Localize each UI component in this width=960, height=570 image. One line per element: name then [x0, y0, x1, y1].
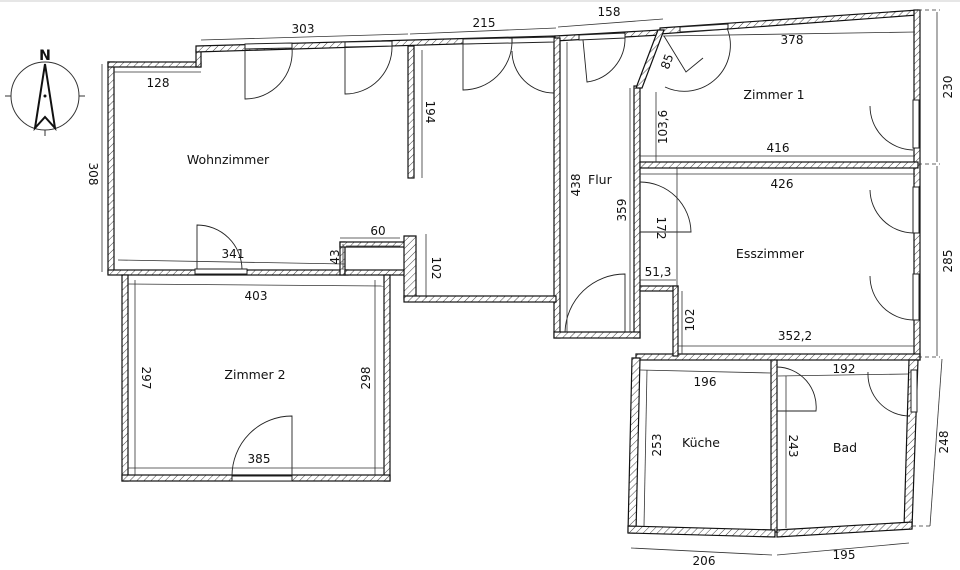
room-label-kueche: Küche: [682, 435, 720, 450]
dim-label: 243: [786, 435, 800, 458]
north-label: N: [39, 48, 51, 64]
dimension-lines: [101, 9, 943, 556]
dim-label: 308: [86, 163, 100, 186]
north-arrow-icon: N: [5, 48, 85, 136]
dim-label: 215: [473, 16, 496, 30]
room-label-esszimmer: Esszimmer: [736, 246, 805, 261]
windows: [194, 23, 920, 482]
room-label-zimmer-1: Zimmer 1: [743, 87, 804, 102]
dim-label: 359: [615, 199, 629, 222]
dim-label: 426: [771, 177, 794, 191]
dim-label: 206: [693, 554, 716, 568]
dim-label: 51,3: [645, 265, 672, 279]
dim-label: 248: [937, 431, 951, 454]
dim-label: 438: [569, 174, 583, 197]
door-swings: [196, 27, 914, 477]
dim-label: 385: [248, 452, 271, 466]
dim-label: 378: [781, 33, 804, 47]
dim-label: 172: [654, 217, 668, 240]
dim-label: 192: [833, 362, 856, 376]
dimension-labels: 303 215 158 128 308 194 438 359 85 378 1…: [86, 5, 955, 568]
room-label-bad: Bad: [833, 440, 857, 455]
dim-label: 352,2: [778, 329, 812, 343]
dim-label: 194: [423, 101, 437, 124]
dim-label: 195: [833, 548, 856, 562]
dim-label: 196: [694, 375, 717, 389]
dim-label: 341: [222, 247, 245, 261]
dim-label: 43: [328, 249, 342, 264]
room-label-zimmer-2: Zimmer 2: [224, 367, 285, 382]
dim-label: 102: [683, 309, 697, 332]
dim-label: 297: [139, 367, 153, 390]
dim-label: 298: [359, 367, 373, 390]
dim-label: 85: [658, 52, 676, 71]
dim-label: 253: [650, 434, 664, 457]
dim-label: 303: [292, 22, 315, 36]
dim-label: 60: [370, 224, 385, 238]
dim-label: 403: [245, 289, 268, 303]
dim-label: 158: [598, 5, 621, 19]
dim-label: 103,6: [656, 110, 670, 144]
dim-label: 102: [429, 257, 443, 280]
dim-label: 416: [767, 141, 790, 155]
dim-label: 230: [941, 76, 955, 99]
room-label-flur: Flur: [588, 172, 613, 187]
room-label-wohnzimmer: Wohnzimmer: [187, 152, 270, 167]
dim-label: 285: [941, 250, 955, 273]
dim-label: 128: [147, 76, 170, 90]
